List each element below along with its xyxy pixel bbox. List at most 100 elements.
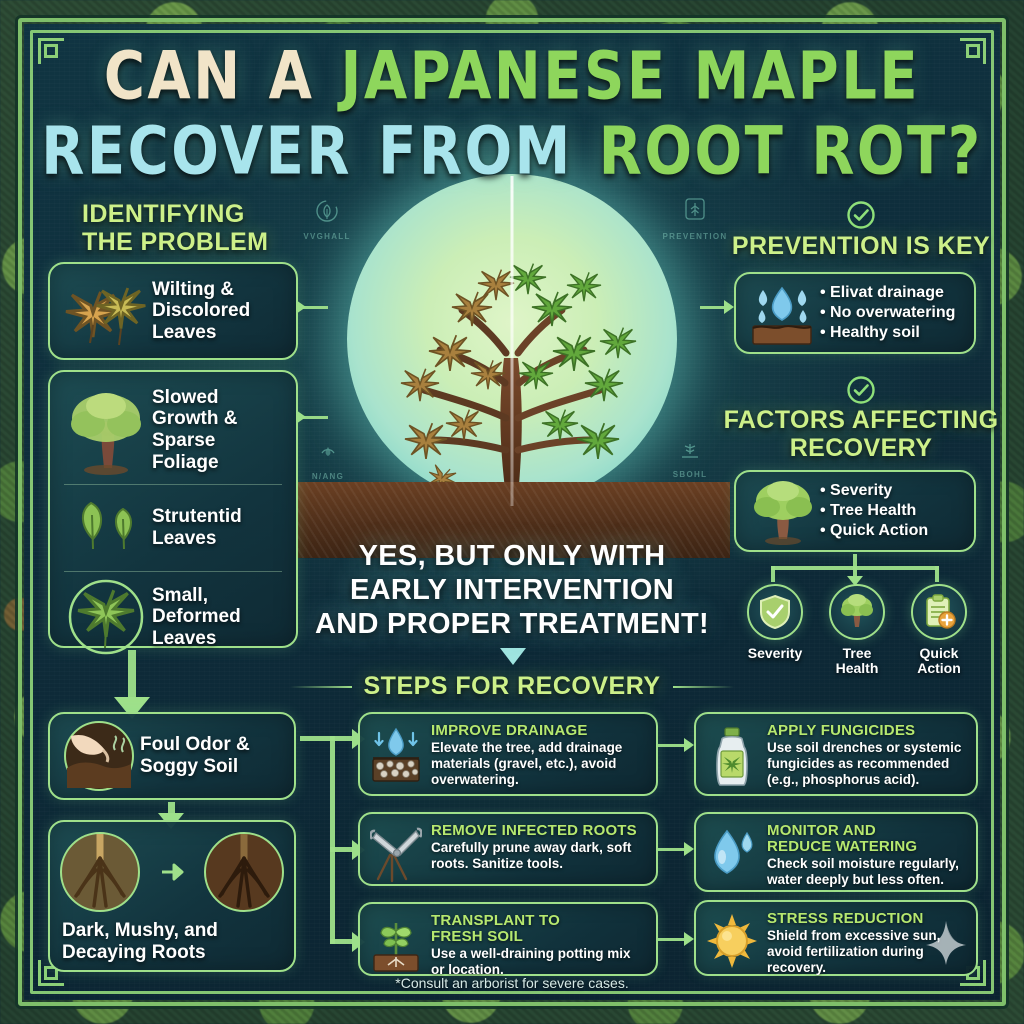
factor-circle-severity[interactable]: Severity <box>737 584 813 661</box>
step-title: MONITOR AND REDUCE WATERING <box>767 822 966 855</box>
two-green-leaves-icon <box>60 493 152 563</box>
roots-card-decaying[interactable]: Dark, Mushy, and Decaying Roots <box>48 820 296 972</box>
title-word: JAPANESE <box>340 38 668 116</box>
step-title: REMOVE INFECTED ROOTS <box>431 822 637 839</box>
hand-in-soil-smell-icon <box>58 716 140 796</box>
watermark-label: PREVENTION <box>662 232 728 241</box>
watermark-vvghall: VVGHALL <box>296 198 358 241</box>
connector-bracket-c <box>330 847 358 852</box>
arrow-prevention <box>724 300 734 314</box>
step-remove-infected-roots[interactable]: REMOVE INFECTED ROOTS Carefully prune aw… <box>358 812 658 886</box>
step-monitor-reduce-watering[interactable]: MONITOR AND REDUCE WATERING Check soil m… <box>694 812 978 892</box>
tree-square-icon <box>685 198 705 220</box>
connector-bottomleft <box>168 802 175 816</box>
symptom-row-deformed[interactable]: Small, Deformed Leaves <box>60 574 286 660</box>
steps-heading-text: STEPS FOR RECOVERY <box>363 672 661 700</box>
watermark-label: VVGHALL <box>303 232 351 241</box>
factors-heading-line1: FACTORS AFFECTING <box>723 406 999 434</box>
title-word: FROM <box>378 113 573 191</box>
prevention-heading: PREVENTION IS KEY <box>731 232 991 260</box>
corner-square-top-left <box>44 44 58 58</box>
step-title-line2: FRESH SOIL <box>431 928 524 946</box>
step-body: STRESS REDUCTION Shield from excessive s… <box>767 910 966 976</box>
corner-ornament-bottom-left <box>38 960 64 986</box>
soil-card-label: Foul Odor & Soggy Soil <box>140 734 250 777</box>
steps-section-header: STEPS FOR RECOVERY <box>290 672 735 701</box>
step-title-line1: MONITOR AND <box>767 822 876 839</box>
factors-bullets: Severity Tree Health Quick Action <box>820 481 928 541</box>
watermark-prevention: PREVENTION <box>658 196 732 241</box>
factor-label: Severity <box>747 645 803 661</box>
step-title: STRESS REDUCTION <box>767 910 924 927</box>
step-transplant-fresh-soil[interactable]: TRANSPLANT TO FRESH SOIL Use a well-drai… <box>358 902 658 978</box>
two-brown-maple-leaves-icon <box>60 273 152 349</box>
factor-circle-quick-action[interactable]: Quick Action <box>901 584 977 677</box>
frame-outer <box>18 18 1006 1006</box>
factor-circle-tree-health[interactable]: Tree Health <box>819 584 895 677</box>
symptom-card-wilting[interactable]: Wilting & Discolored Leaves <box>48 262 298 360</box>
step-body: IMPROVE DRAINAGE Elevate the tree, add d… <box>431 722 646 788</box>
factor-label: Tree Health <box>835 645 879 677</box>
check-circle-icon <box>847 376 875 404</box>
corner-square-bottom-left <box>44 966 58 980</box>
check-circle-divider-factors <box>846 375 876 410</box>
step-title: APPLY FUNGICIDES <box>767 722 916 739</box>
step-improve-drainage[interactable]: IMPROVE DRAINAGE Elevate the tree, add d… <box>358 712 658 796</box>
title-word: A <box>268 38 315 116</box>
water-drop-icon <box>706 823 758 887</box>
corner-ornament-top-left <box>38 38 64 64</box>
symptom-label: Small, Deformed Leaves <box>152 584 241 649</box>
connector-symptom1 <box>300 306 328 309</box>
connector-bracket-b <box>330 736 358 741</box>
step-body: MONITOR AND REDUCE WATERING Check soil m… <box>767 822 966 888</box>
corner-ornament-bottom-right <box>960 960 986 986</box>
frame-inner <box>30 30 994 994</box>
step-desc: Check soil moisture regularly, water dee… <box>767 856 959 888</box>
sparkle-watermark <box>924 919 968 972</box>
factors-heading-line2: RECOVERY <box>789 434 933 462</box>
connector-factors-l <box>771 566 775 582</box>
step-desc: Elevate the tree, add drainage materials… <box>431 740 623 788</box>
prevention-card[interactable]: Elivat drainage No overwatering Healthy … <box>734 272 976 354</box>
arrow-right-icon <box>162 863 184 881</box>
symptom-label: Slowed Growth & Sparse Foliage <box>152 386 238 473</box>
fungicide-bottle-icon <box>706 723 758 791</box>
step-apply-fungicides[interactable]: APPLY FUNGICIDES Use soil drenches or sy… <box>694 712 978 796</box>
page-title: CAN A JAPANESE MAPLE RECOVER FROM ROOT R… <box>0 38 1024 188</box>
step-body: APPLY FUNGICIDES Use soil drenches or sy… <box>767 722 966 788</box>
split-divider-line <box>510 176 514 506</box>
title-word: RECOVER <box>41 113 353 191</box>
factors-card[interactable]: Severity Tree Health Quick Action <box>734 470 976 552</box>
symptom-label-line: Wilting & Discolored Leaves <box>152 278 251 343</box>
rule-right <box>672 685 735 688</box>
step-desc: Shield from excessive sun, avoid fertili… <box>767 928 941 976</box>
sprout-icon <box>682 444 698 458</box>
arrow-symptom1 <box>296 300 306 314</box>
connector-bracket-d <box>330 939 358 944</box>
watermark-label: N/ANG <box>311 472 345 481</box>
symptom-card-group[interactable]: Slowed Growth & Sparse Foliage Strutenti… <box>48 370 298 655</box>
factors-bullet: Quick Action <box>820 521 928 541</box>
answer-statement: YES, BUT ONLY WITH EARLY INTERVENTION AN… <box>290 540 734 642</box>
roots-card-label: Dark, Mushy, and Decaying Roots <box>62 920 218 963</box>
step-desc: Carefully prune away dark, soft roots. S… <box>431 840 632 872</box>
soil-card-foul-odor[interactable]: Foul Odor & Soggy Soil <box>48 712 296 800</box>
drainage-gravel-icon <box>370 723 422 787</box>
watermark-sbohl: SBOHL <box>662 440 718 479</box>
leaf-circle-icon <box>316 200 338 222</box>
factors-bullet: Tree Health <box>820 501 928 521</box>
step-body: REMOVE INFECTED ROOTS Carefully prune aw… <box>431 822 646 872</box>
connector-bracket-a <box>300 736 334 741</box>
symptom-row-strutentid[interactable]: Strutentid Leaves <box>60 487 286 569</box>
rule-left <box>290 685 352 688</box>
small-maple-leaf-circle-icon <box>60 576 152 658</box>
left-heading-line1: IDENTIFYING <box>82 200 245 228</box>
connector-symptom2 <box>300 416 328 419</box>
step-stress-reduction[interactable]: STRESS REDUCTION Shield from excessive s… <box>694 900 978 976</box>
symptom-row-slowed-growth[interactable]: Slowed Growth & Sparse Foliage <box>60 378 286 482</box>
arrow-answer-down <box>500 648 526 665</box>
answer-line-2: EARLY INTERVENTION <box>350 573 674 606</box>
step-body: TRANSPLANT TO FRESH SOIL Use a well-drai… <box>431 912 646 978</box>
left-section-heading: IDENTIFYING THE PROBLEM <box>82 200 312 256</box>
connector-bracket-trunk <box>330 736 335 944</box>
